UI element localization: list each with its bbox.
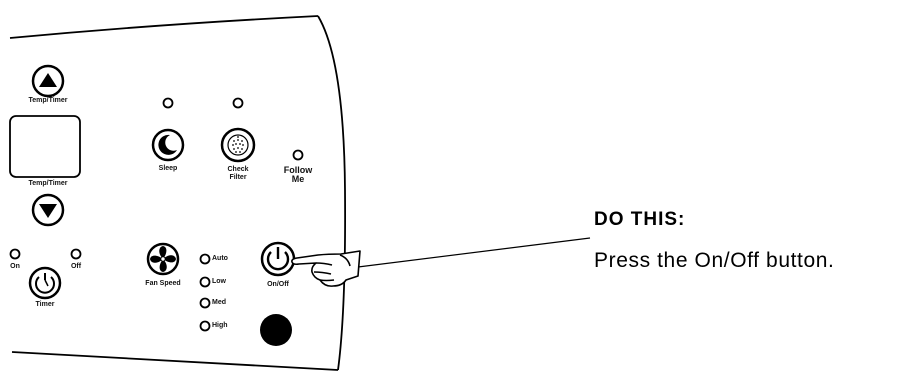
- fan-option-high: High: [212, 322, 228, 329]
- follow-me-indicator: [294, 151, 303, 160]
- panel-top-edge: [10, 16, 318, 38]
- onoff-label: On/Off: [258, 281, 298, 289]
- sleep-indicator: [164, 99, 173, 108]
- follow-me-label-line2: Me: [278, 174, 318, 184]
- pointing-hand-icon: [292, 251, 360, 286]
- check-filter-indicator: [234, 99, 243, 108]
- instruction-title: DO THIS:: [594, 209, 685, 231]
- check-filter-label-line2: Filter: [218, 174, 258, 182]
- fan-option-med: Med: [212, 299, 226, 306]
- fan-high-indicator: [201, 322, 210, 331]
- fan-option-auto: Auto: [212, 255, 228, 262]
- display-window: [10, 116, 80, 177]
- fan-option-low: Low: [212, 278, 226, 285]
- check-filter-label-line1: Check: [218, 166, 258, 174]
- panel-bottom-edge: [12, 352, 338, 370]
- sleep-button[interactable]: [153, 130, 183, 160]
- temp-timer-down-button[interactable]: [33, 195, 63, 225]
- onoff-button[interactable]: [262, 243, 294, 275]
- timer-button[interactable]: [30, 268, 60, 298]
- timer-on-label: On: [6, 263, 24, 271]
- panel-right-edge: [318, 16, 345, 370]
- sleep-label: Sleep: [148, 165, 188, 173]
- fan-speed-label: Fan Speed: [138, 280, 188, 288]
- leader-line: [358, 238, 590, 267]
- fan-low-indicator: [201, 278, 210, 287]
- up-button-label: Temp/Timer: [18, 97, 78, 105]
- timer-off-label: Off: [67, 263, 85, 271]
- check-filter-button[interactable]: [222, 129, 254, 161]
- down-button-label: Temp/Timer: [18, 180, 78, 188]
- timer-on-indicator: [11, 250, 20, 259]
- timer-label: Timer: [25, 301, 65, 309]
- fan-auto-indicator: [201, 255, 210, 264]
- timer-off-indicator: [72, 250, 81, 259]
- remote-sensor-window: [260, 314, 292, 346]
- fan-speed-button[interactable]: [148, 244, 178, 274]
- fan-med-indicator: [201, 299, 210, 308]
- temp-timer-up-button[interactable]: [33, 66, 63, 96]
- instruction-text: Press the On/Off button.: [594, 249, 834, 273]
